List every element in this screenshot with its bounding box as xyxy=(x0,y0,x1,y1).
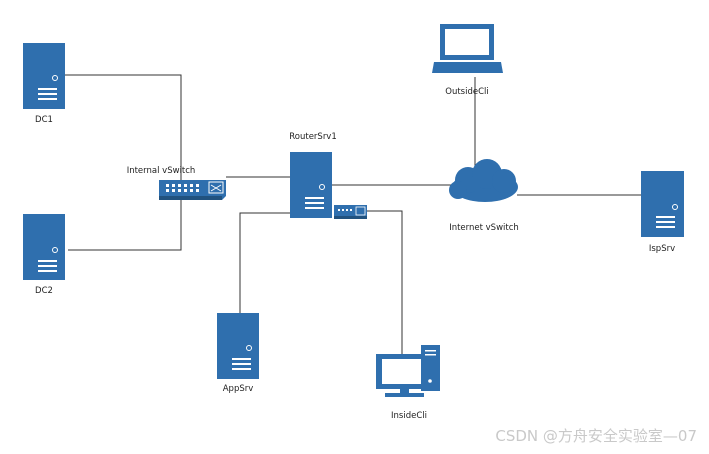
connections xyxy=(65,74,641,354)
link-router-appsrv xyxy=(239,212,290,313)
internet-cloud-icon xyxy=(449,159,518,202)
link-router-adapter-insidecli xyxy=(367,210,403,354)
dc1-label: DC1 xyxy=(35,115,53,125)
link-dc1-internal-switch xyxy=(65,74,182,181)
isp-server-icon xyxy=(641,171,684,237)
inside-desktop-icon xyxy=(376,345,440,397)
dc2-label: DC2 xyxy=(35,286,53,296)
app-label: AppSrv xyxy=(222,384,254,394)
dc1-server-icon xyxy=(23,43,65,109)
outside-laptop-icon xyxy=(432,24,503,73)
internal-switch-icon xyxy=(159,180,226,200)
internal-switch-label: Internal vSwitch xyxy=(126,166,196,176)
dc2-server-icon xyxy=(23,214,65,280)
isp-label: IspSrv xyxy=(648,244,676,254)
router-label: RouterSrv1 xyxy=(289,132,337,142)
internet-switch-label: Internet vSwitch xyxy=(449,223,519,233)
link-dc2-internal-switch xyxy=(68,197,182,251)
outside-label: OutsideCli xyxy=(445,87,489,97)
app-server-icon xyxy=(217,313,259,379)
watermark: CSDN @方舟安全实验室—07 xyxy=(495,427,697,445)
router-server-icon xyxy=(290,152,332,218)
inside-label: InsideCli xyxy=(391,411,427,421)
router-adapter-icon xyxy=(334,205,367,219)
